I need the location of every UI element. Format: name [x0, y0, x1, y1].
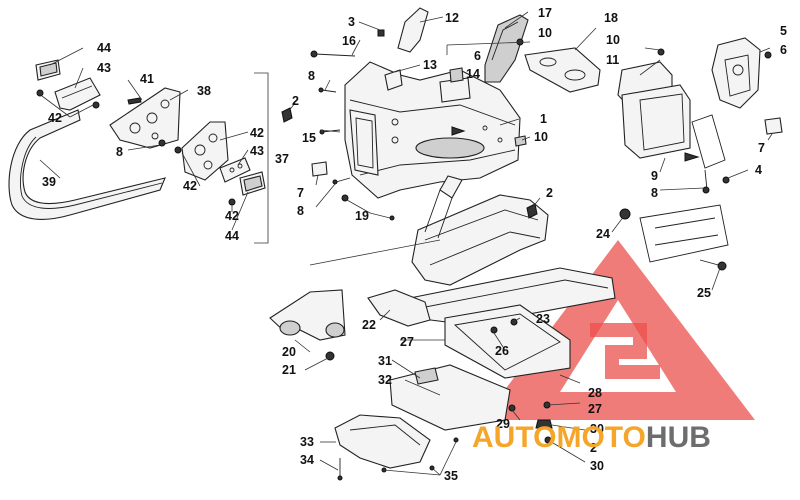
- callout-3: 3: [348, 15, 355, 29]
- callout-44-top: 44: [97, 41, 111, 55]
- callout-5: 5: [780, 24, 787, 38]
- callout-38: 38: [197, 84, 211, 98]
- callout-2-left: 2: [292, 94, 299, 108]
- callout-8-right: 8: [651, 186, 658, 200]
- callout-8-center: 8: [297, 204, 304, 218]
- callout-21: 21: [282, 363, 296, 377]
- skid-plate-assembly: [334, 304, 571, 481]
- callout-14: 14: [466, 67, 480, 81]
- callout-20: 20: [282, 345, 296, 359]
- side-panel-assembly: [524, 37, 783, 194]
- callout-22: 22: [362, 318, 376, 332]
- rear-frame-section: [619, 204, 729, 271]
- callout-30: 30: [590, 422, 604, 436]
- callout-39: 39: [42, 175, 56, 189]
- watermark-part-moto: MOTO: [556, 421, 645, 454]
- callout-43-top: 43: [97, 61, 111, 75]
- callout-34: 33: [300, 435, 314, 449]
- callout-23: 23: [536, 312, 550, 326]
- callout-12: 12: [445, 11, 459, 25]
- callout-2-center: 2: [546, 186, 553, 200]
- callout-35: 34: [300, 453, 314, 467]
- callout-41: 42: [183, 179, 197, 193]
- group-bracket-37: [254, 72, 269, 244]
- callout-42-left: 42: [48, 111, 62, 125]
- callout-19: 19: [355, 209, 369, 223]
- callout-2-bottom: 2: [590, 441, 597, 455]
- callout-13: 13: [423, 58, 437, 72]
- callout-8-left: 8: [116, 145, 123, 159]
- callout-6-center: 6: [474, 49, 481, 63]
- callout-42-bottom: 42: [225, 209, 239, 223]
- callout-7-center: 7: [297, 186, 304, 200]
- callout-36: 35: [444, 469, 458, 483]
- watermark-part-hub: HUB: [646, 421, 711, 454]
- callout-15: 15: [302, 131, 316, 145]
- callout-6-right: 6: [780, 43, 787, 57]
- front-bumper-assembly: [8, 59, 266, 220]
- callout-42-mid: 42: [250, 126, 264, 140]
- watermark-part-auto: AUTO: [472, 421, 556, 454]
- callout-17: 17: [538, 6, 552, 20]
- callout-27-left: 27: [400, 335, 414, 349]
- callout-44-bottom: 44: [225, 229, 239, 243]
- watermark-text: AUTOMOTOHUB: [472, 421, 711, 454]
- callout-7-right: 7: [758, 141, 765, 155]
- callout-11: 11: [606, 53, 619, 67]
- main-chassis-frame: [269, 175, 616, 361]
- leader-lines: [39, 11, 773, 476]
- callout-43-mid: 43: [250, 144, 264, 158]
- callout-26: 26: [495, 344, 509, 358]
- front-frame-assembly: [281, 7, 529, 221]
- callout-10-mid: 10: [534, 130, 548, 144]
- callout-33: 32: [378, 373, 392, 387]
- callout-labels: 44 43 41 38 42 8 39 42 42 43 37 42 44 3 …: [42, 6, 787, 483]
- callout-28: 28: [588, 386, 602, 400]
- callout-18: 18: [604, 11, 618, 25]
- callout-4: 4: [755, 163, 762, 177]
- callout-37: 37: [275, 152, 289, 166]
- callout-1: 1: [540, 112, 547, 126]
- callout-29: 29: [496, 417, 510, 431]
- callout-16: 16: [342, 34, 356, 48]
- callout-32: 31: [378, 354, 392, 368]
- callout-8-top: 8: [308, 69, 315, 83]
- callout-40: 41: [140, 72, 154, 86]
- callout-25: 25: [697, 286, 711, 300]
- callout-10-top: 10: [538, 26, 552, 40]
- callout-27-right: 27: [588, 402, 602, 416]
- watermark-logo-icon: [482, 240, 755, 420]
- svg-text:AUTOMOTOHUB: AUTOMOTOHUB: [472, 421, 711, 454]
- callout-24: 24: [596, 227, 610, 241]
- callout-9: 9: [651, 169, 658, 183]
- callout-31: 30: [590, 459, 604, 473]
- callout-10-right: 10: [606, 33, 620, 47]
